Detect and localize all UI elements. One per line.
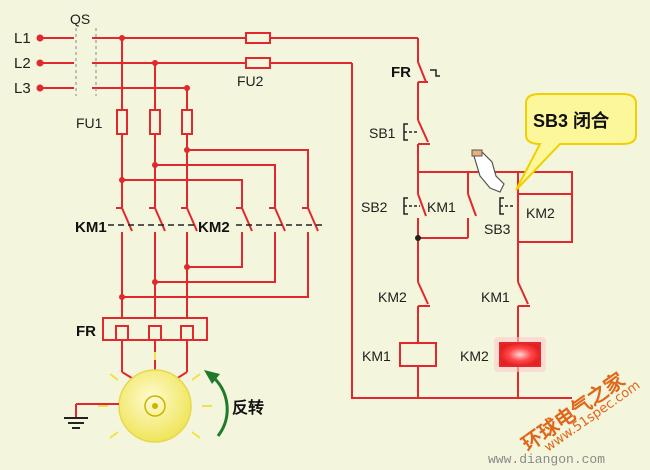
sb2-start-button — [403, 193, 427, 217]
km2-hold-label: KM2 — [526, 205, 555, 221]
power-junctions — [119, 35, 190, 300]
rotation-arrowhead-icon — [204, 370, 220, 384]
l3-label: L3 — [14, 80, 31, 97]
fu2-label: FU2 — [237, 73, 264, 89]
km1-coil-label: KM1 — [362, 348, 391, 364]
km2-main-contacts — [236, 207, 319, 232]
ground-symbol — [75, 403, 119, 418]
direction-label: 反转 — [232, 398, 264, 417]
km1-power-label: KM1 — [75, 219, 107, 236]
km2-interlock-label: KM2 — [378, 289, 407, 305]
km2-coil — [499, 342, 541, 367]
fr-thermal-relay — [102, 317, 208, 341]
footer-url: www.diangon.com — [488, 452, 605, 467]
fr-control-contact — [417, 61, 440, 83]
km2-power-label: KM2 — [198, 219, 230, 236]
callout-bubble — [515, 93, 637, 191]
motor — [98, 352, 212, 443]
sb1-label: SB1 — [369, 125, 396, 141]
km2-hold-box — [517, 193, 573, 243]
qs-label: QS — [70, 11, 90, 27]
l2-label: L2 — [14, 55, 31, 72]
fr-control-label: FR — [391, 64, 411, 81]
power-circuit — [121, 38, 309, 387]
fu2-fuse — [245, 32, 271, 44]
pointing-hand-icon — [471, 149, 505, 193]
rotation-arrow-icon — [210, 374, 229, 437]
l1-label: L1 — [14, 30, 31, 47]
km1-coil — [399, 342, 437, 367]
ground-bars — [64, 417, 88, 429]
sb3-label: SB3 — [484, 221, 511, 237]
km1-interlock-label: KM1 — [481, 289, 510, 305]
fu1-fuses — [116, 109, 193, 135]
km1-hold-junction — [415, 235, 421, 241]
km1-hold-contact — [467, 193, 477, 217]
callout-text: SB3 闭合 — [533, 110, 610, 131]
km2-interlock-contact — [417, 281, 430, 307]
km1-interlock-contact — [517, 281, 530, 307]
qs-switch — [66, 28, 100, 96]
km1-hold-label: KM1 — [427, 199, 456, 215]
sb1-stop-button — [403, 119, 430, 145]
fr-power-label: FR — [76, 323, 96, 340]
fu1-label: FU1 — [76, 115, 103, 131]
km2-coil-label: KM2 — [460, 348, 489, 364]
sb2-label: SB2 — [361, 199, 388, 215]
fu2-fuse-b — [245, 57, 271, 69]
km1-main-contacts — [116, 207, 198, 232]
